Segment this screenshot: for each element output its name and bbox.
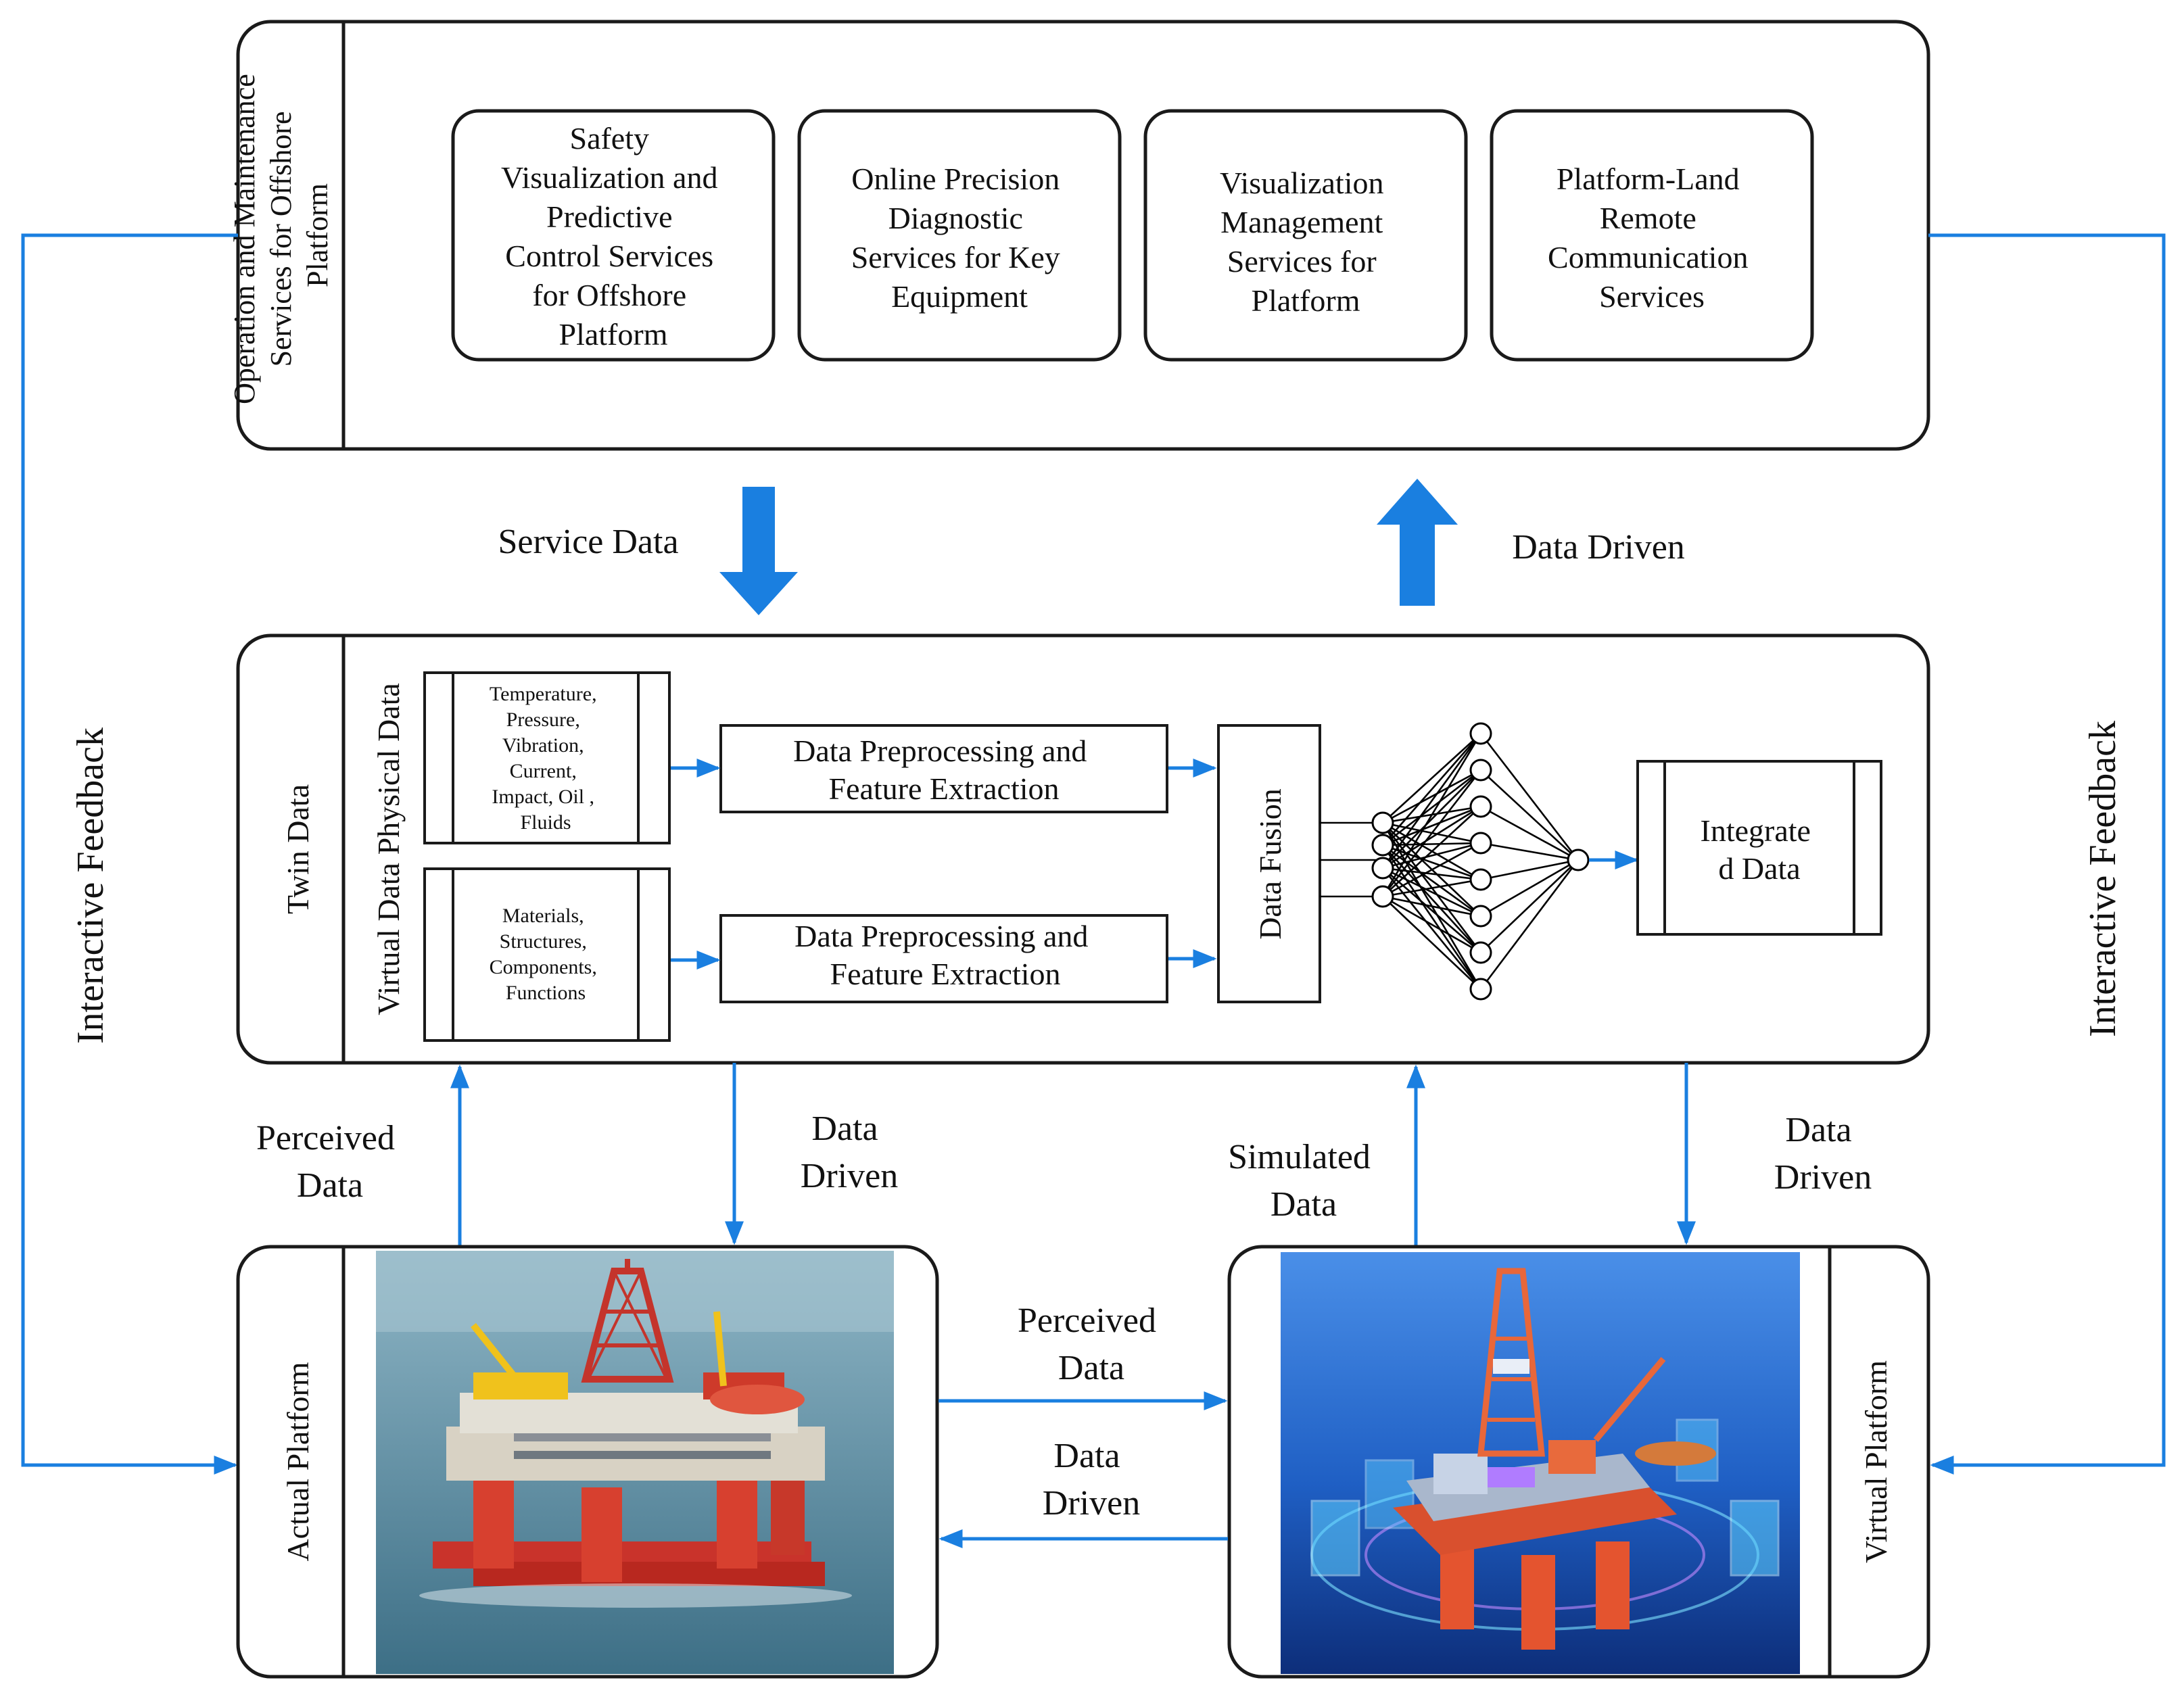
perceived-left-label: Perceived Data [256, 1119, 404, 1205]
svg-text:Data Fusion: Data Fusion [1253, 788, 1287, 940]
twin-data-panel: Twin Data Virtual Data Physical Data Tem… [236, 633, 1930, 1065]
network-edge [1381, 769, 1482, 897]
svg-text:Integrate d Data: Integrate d Data [1701, 813, 1819, 886]
network-edge [1480, 805, 1579, 861]
svg-text:Data Preprocessing and: Data Preprocessing and Feature Extractio… [794, 919, 1096, 991]
driven-left-label: Data Driven [801, 1109, 898, 1195]
network-output-node [1567, 848, 1590, 871]
physical-data-box: Temperature, Pressure, Vibration, Curren… [423, 671, 671, 844]
network-edge [1480, 859, 1579, 917]
network-edge [1382, 733, 1481, 846]
svg-text:Temperature, Pressure,: Temperature, Pressure, Vibration, Curren… [490, 683, 602, 834]
feedback-loop-right [1928, 233, 2166, 1475]
network-edge [1382, 769, 1481, 846]
service-card-diagnostic: Online Precision Diagnostic Services for… [797, 109, 1122, 362]
network-edge [1480, 859, 1579, 881]
network-edge [1479, 859, 1580, 990]
network-edge [1382, 842, 1481, 869]
network-edge [1382, 896, 1481, 990]
network-edge [1382, 805, 1481, 846]
svg-text:Online Precision Diagn: Online Precision Diagnostic Services for… [851, 162, 1068, 314]
neural-network [1371, 722, 1590, 1001]
network-edge [1480, 842, 1579, 861]
data-driven-top-label: Data Driven [1512, 528, 1685, 567]
network-edge [1480, 769, 1579, 861]
network-edge [1382, 842, 1481, 898]
network-hidden-node [1469, 832, 1492, 855]
network-edge [1382, 895, 1481, 954]
services-panel-title: Operation and Maintenance Services for O… [228, 66, 334, 404]
network-edge [1382, 895, 1481, 917]
svg-text:Data Preprocessing and: Data Preprocessing and Feature Extractio… [793, 734, 1095, 806]
network-edge [1480, 859, 1579, 953]
data-driven-up-arrow [1377, 479, 1458, 606]
svg-text:Materials, Structures,: Materials, Structures, Components, Funct… [490, 905, 602, 1004]
actual-platform-label: Actual Platform [281, 1362, 315, 1561]
perceived-mid-label: Perceived Data [1018, 1301, 1165, 1387]
network-edge [1382, 806, 1481, 897]
service-data-label: Service Data [498, 523, 678, 561]
network-edge [1382, 878, 1481, 898]
service-card-communication: Platform-Land Remote Communication Servi… [1490, 109, 1814, 362]
network-input-node [1371, 857, 1394, 880]
network-edge [1382, 805, 1481, 869]
network-input-node [1371, 811, 1394, 834]
network-hidden-node [1469, 905, 1492, 928]
network-edge [1381, 733, 1482, 869]
network-edge [1381, 733, 1482, 897]
twin-data-title: Twin Data [281, 784, 315, 914]
virtual-platform-label: Virtual Platform [1859, 1360, 1893, 1563]
service-card-safety: Safety Visualization and Predictive Cont… [451, 109, 776, 362]
service-data-arrow [719, 487, 798, 615]
network-input-node [1371, 885, 1394, 908]
virtual-platform-image [1281, 1252, 1800, 1674]
actual-platform-image [376, 1251, 894, 1674]
driven-right-label: Data Driven [1774, 1111, 1872, 1197]
virtual-data-box: Materials, Structures, Components, Funct… [423, 867, 671, 1042]
network-hidden-node [1469, 868, 1492, 891]
network-hidden-node [1469, 978, 1492, 1001]
network-hidden-node [1469, 941, 1492, 964]
preprocess-box-top: Data Preprocessing and Feature Extractio… [719, 724, 1168, 813]
actual-platform-panel: Actual Platform [236, 1245, 939, 1679]
network-hidden-node [1469, 795, 1492, 818]
feedback-loop-left [21, 233, 238, 1475]
twin-data-side-label: Virtual Data Physical Data [371, 683, 406, 1015]
svg-text:Safety Visualization a: Safety Visualization and Predictive Cont… [501, 121, 726, 352]
network-edge [1382, 733, 1481, 823]
preprocess-box-bottom: Data Preprocessing and Feature Extractio… [719, 914, 1168, 1003]
svg-text:Platform-Land Remote: Platform-Land Remote Communication Servi… [1548, 162, 1756, 314]
network-input-node [1371, 834, 1394, 857]
data-fusion-box: Data Fusion [1217, 724, 1321, 1003]
service-card-visualization: Visualization Management Services for Pl… [1143, 109, 1468, 362]
network-hidden-node [1469, 759, 1492, 782]
driven-mid-label: Data Driven [1043, 1437, 1140, 1523]
network-edge [1382, 769, 1481, 824]
feedback-right-label: Interactive Feedback [2082, 721, 2124, 1037]
simulated-label: Simulated Data [1228, 1138, 1379, 1224]
network-hidden-node [1469, 722, 1492, 745]
services-panel: Operation and Maintenance Services for O… [228, 20, 1930, 451]
svg-text:Visualization Manageme: Visualization Management Services for Pl… [1220, 166, 1392, 318]
virtual-platform-panel: Virtual Platform [1227, 1245, 1930, 1679]
integrated-data-box: Integrate d Data [1636, 760, 1882, 936]
network-edge [1479, 733, 1580, 861]
feedback-left-label: Interactive Feedback [70, 727, 112, 1044]
network-edge [1382, 769, 1481, 869]
